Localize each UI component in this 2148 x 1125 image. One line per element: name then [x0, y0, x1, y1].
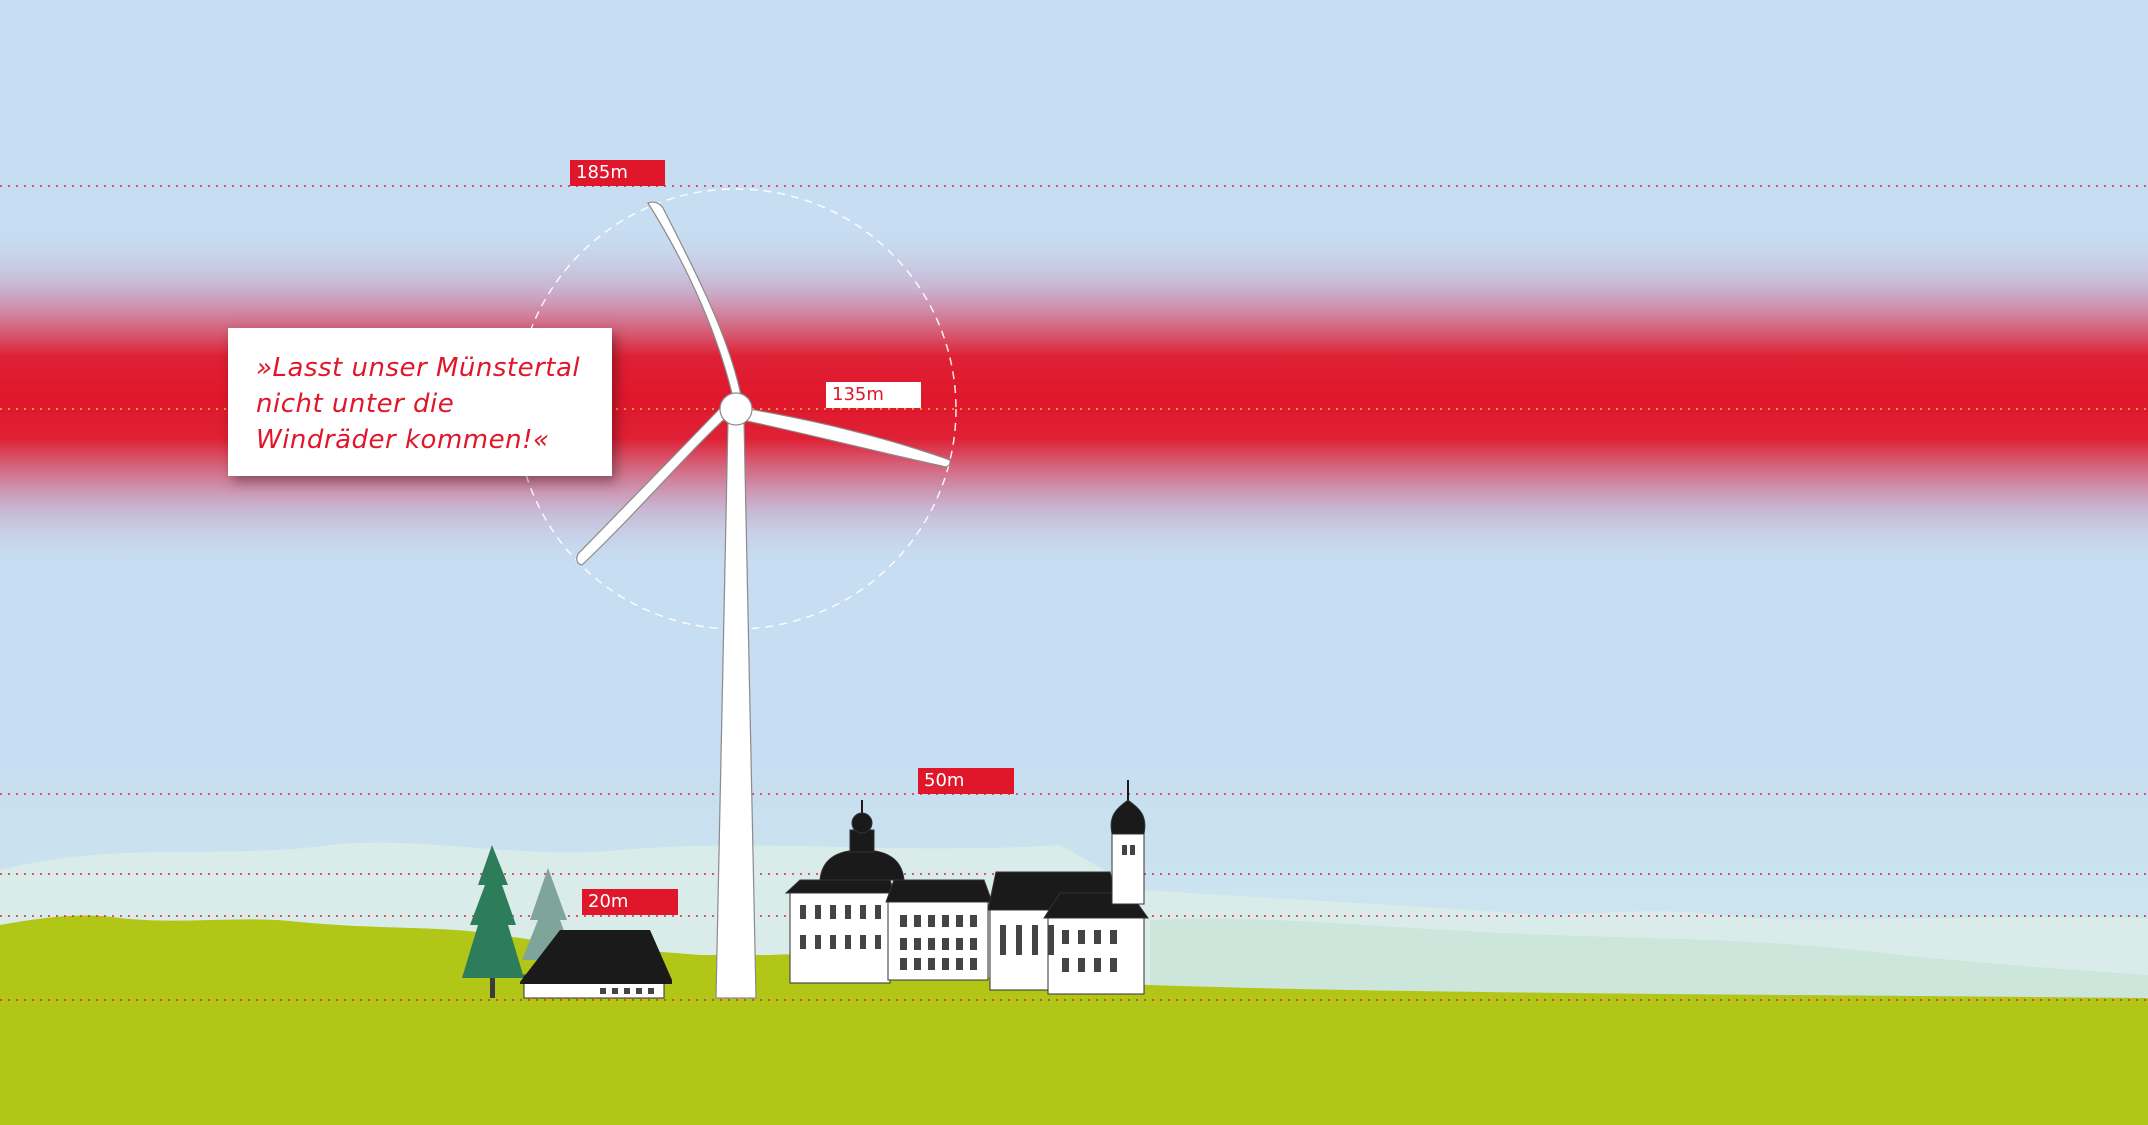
background-hills-2 [1150, 918, 2148, 1005]
quote-box: »Lasst unser Münstertal nicht unter die … [228, 328, 612, 476]
farmhouse-icon [520, 930, 672, 999]
monastery-icon [784, 780, 1149, 995]
turbine-blade-left [576, 400, 731, 566]
label-135m: 135m [826, 382, 921, 408]
wind-turbine-icon [576, 201, 951, 999]
label-50m: 50m [918, 768, 1014, 794]
quote-text: »Lasst unser Münstertal nicht unter die … [256, 353, 581, 455]
turbine-blade-right [741, 407, 951, 468]
tree-dark [462, 845, 524, 978]
label-185m: 185m [570, 160, 665, 186]
label-20m: 20m [582, 889, 678, 915]
turbine-hub [719, 392, 753, 426]
turbine-blade-up [647, 201, 743, 403]
tree-trunk [490, 978, 495, 998]
